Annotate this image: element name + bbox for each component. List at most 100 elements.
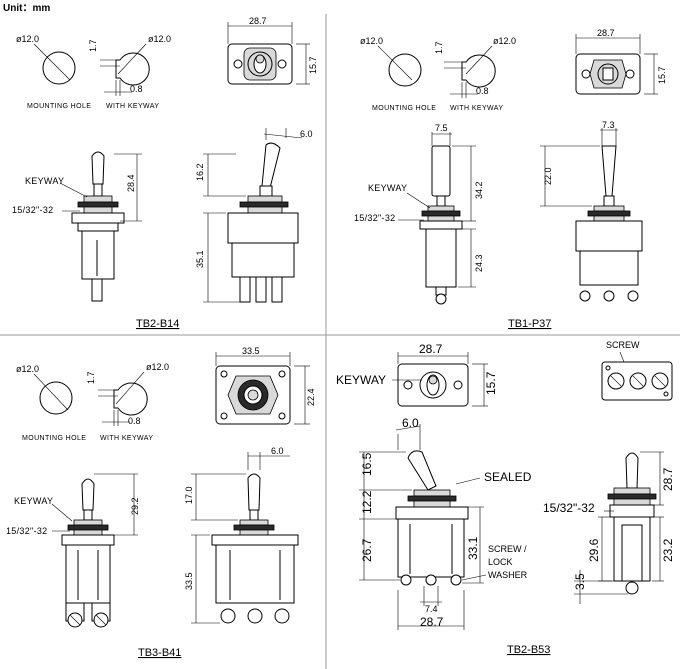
keyway-label: KEYWAY	[368, 183, 407, 193]
toggle-lever	[91, 151, 105, 185]
keyway-label: KEYWAY	[14, 496, 53, 506]
dim-1-7: 1.7	[86, 371, 96, 384]
toggle-lever-side	[247, 473, 261, 511]
mounting-hole-circle	[388, 53, 422, 87]
plate-width-label: 28.7	[419, 342, 443, 356]
hole-diameter-label: ø12.0	[360, 36, 383, 46]
dim-height: 29.2	[130, 497, 140, 515]
model-title: TB2-B14	[136, 318, 179, 330]
dim-0-8: 0.8	[130, 84, 143, 94]
keyway-label: KEYWAY	[336, 373, 386, 387]
mounting-hole-label: MOUNTING HOLE	[22, 435, 86, 442]
plate-height-label: 15.7	[308, 56, 318, 74]
thread-label: 15/32"-32	[354, 213, 395, 223]
keyway-circle	[113, 382, 148, 416]
front-view: 7.5 KEYWAY 15/32"-32 34.2 24.3	[354, 123, 484, 305]
screw-lock-line-3: WASHER	[488, 570, 528, 580]
mounting-hole-label: MOUNTING HOLE	[372, 105, 436, 112]
dim-top-a: 7.5	[435, 123, 448, 133]
dim-bottom-width: 28.7	[420, 615, 444, 629]
keyway-label: KEYWAY	[25, 176, 64, 186]
plate-width-label: 28.7	[249, 16, 267, 26]
screw-terminal-view: SCREW	[601, 340, 673, 401]
with-keyway-label: WITH KEYWAY	[100, 435, 153, 442]
with-keyway-label: WITH KEYWAY	[450, 105, 503, 112]
dim-33-1: 33.1	[466, 536, 480, 560]
thread-label: 15/32"-32	[6, 526, 47, 536]
dim-0-8: 0.8	[476, 86, 489, 96]
dim-29-6: 29.6	[587, 538, 601, 562]
keyway-view: ø12.0 1.7 0.8 WITH KEYWAY	[86, 362, 169, 442]
keyway-circle	[461, 54, 496, 88]
dim-angle: 6.0	[271, 446, 284, 456]
dim-top-b: 7.3	[602, 120, 615, 130]
side-view: 6.0 16.2 35.1	[195, 128, 313, 303]
model-title: TB1-P37	[508, 318, 551, 330]
dim-0-8: 0.8	[128, 416, 141, 426]
mounting-hole-view: ø12.0 MOUNTING HOLE	[16, 34, 91, 110]
top-plate-view: 28.7 15.7	[575, 28, 667, 95]
dim-7-4: 7.4	[425, 604, 438, 614]
dim-1-7: 1.7	[88, 39, 98, 52]
mounting-hole-label: MOUNTING HOLE	[27, 103, 91, 110]
model-title: TB3-B41	[138, 647, 181, 659]
plate-height-label: 22.4	[306, 388, 316, 406]
panel-tb2-b53: 28.7 KEYWAY 15.7 SCREW	[336, 340, 675, 656]
side-view: 6.0 17.0 33.5	[184, 446, 299, 624]
toggle-lever	[81, 478, 95, 511]
screw-lock-line-1: SCREW /	[488, 544, 527, 554]
panel-tb2-b14: ø12.0 MOUNTING HOLE ø12.0 1.7 0.8 WITH K…	[12, 16, 318, 330]
side-view: 7.3 22.0	[540, 120, 643, 302]
thread-label: 15/32"-32	[543, 501, 595, 515]
dim-angle: 6.0	[402, 416, 419, 430]
dim-23-2: 23.2	[661, 538, 675, 562]
keyway-circle	[115, 52, 150, 86]
top-plate-view: 28.7 15.7	[227, 16, 318, 85]
thread-label: 15/32"-32	[12, 205, 53, 215]
panel-tb1-p37: ø12.0 MOUNTING HOLE ø12.0 1.7 0.8 WITH K…	[354, 28, 667, 330]
mounting-hole-circle	[42, 51, 76, 85]
mounting-hole-view: ø12.0 MOUNTING HOLE	[16, 364, 86, 442]
sealed-label: SEALED	[484, 470, 532, 484]
screw-label: SCREW	[606, 340, 640, 350]
angled-lever	[407, 450, 437, 491]
keyway-diameter-label: ø12.0	[146, 362, 169, 372]
dim-26-7: 26.7	[360, 538, 374, 562]
dim-16-5: 16.5	[360, 452, 374, 476]
front-view: KEYWAY 15/32"-32 29.2	[6, 473, 140, 628]
dim-lever: 16.2	[195, 163, 205, 181]
toggle-lever-side	[625, 452, 639, 489]
plate-width-label: 28.7	[597, 28, 615, 38]
angled-lever	[261, 142, 281, 189]
keyway-view: ø12.0 1.7 0.8 WITH KEYWAY	[88, 34, 171, 110]
side-view: 15/32"-32 28.7 29.6 23.2 3.5	[543, 451, 675, 604]
with-keyway-label: WITH KEYWAY	[106, 103, 159, 110]
front-view: 6.0 SEALED 16.5 12.2 26.7	[359, 416, 532, 630]
dim-body: 33.5	[184, 572, 194, 590]
plate-height-label: 15.7	[657, 66, 667, 84]
dim-3-5: 3.5	[573, 573, 587, 590]
dim-height: 34.2	[474, 181, 484, 199]
dim-height: 28.4	[126, 174, 136, 192]
keyway-diameter-label: ø12.0	[148, 34, 171, 44]
plate-width-label: 33.5	[242, 346, 260, 356]
dim-lever: 17.0	[184, 486, 194, 504]
dim-12-2: 12.2	[360, 490, 374, 514]
mounting-hole-view: ø12.0 MOUNTING HOLE	[360, 36, 436, 112]
dim-1-7: 1.7	[434, 41, 444, 54]
model-title: TB2-B53	[507, 644, 550, 656]
unit-label: Unit：mm	[3, 3, 50, 14]
front-view: KEYWAY 15/32"-32 28.4	[12, 151, 142, 302]
paddle-lever	[431, 145, 451, 197]
dim-body: 24.3	[474, 254, 484, 272]
dim-side-height: 28.7	[661, 467, 675, 491]
dim-angle: 6.0	[300, 129, 313, 139]
paddle-lever-side	[601, 145, 617, 197]
dim-lever: 22.0	[543, 167, 553, 185]
plate-height-label: 15.7	[484, 371, 498, 395]
hole-diameter-label: ø12.0	[16, 34, 39, 44]
panel-tb3-b41: ø12.0 MOUNTING HOLE ø12.0 1.7 0.8 WITH K…	[6, 346, 316, 659]
mounting-hole-circle	[39, 381, 73, 415]
keyway-diameter-label: ø12.0	[493, 36, 516, 46]
